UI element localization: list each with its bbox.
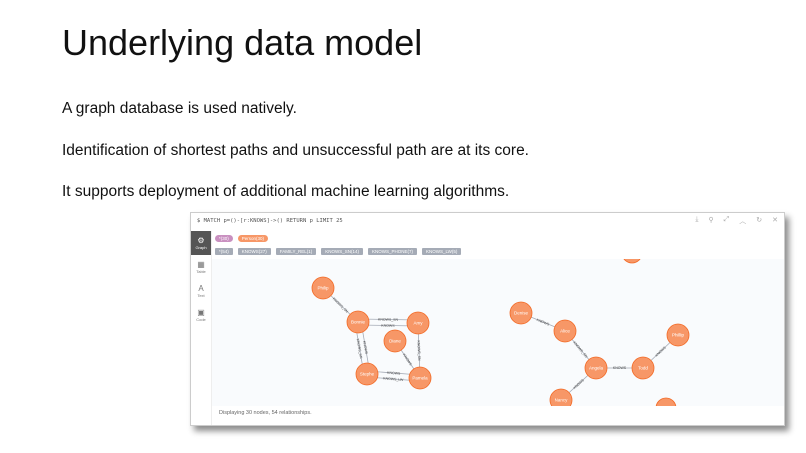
sidebar-item-code[interactable]: ▣Code [196, 308, 206, 322]
status-bar: Displaying 30 nodes, 54 relationships. [212, 406, 784, 425]
node-label: Angela [589, 366, 604, 371]
node-label: Philip [317, 286, 329, 291]
sidebar-item-graph[interactable]: ⚙Graph [191, 231, 211, 255]
node-label: Stephe [360, 372, 375, 377]
edge-label: KNOWS [402, 353, 413, 367]
rel-chip[interactable]: *(54) [215, 248, 233, 255]
code-icon: ▣ [197, 308, 205, 317]
graph-node[interactable] [408, 366, 432, 390]
node-label: Nancy [555, 398, 569, 403]
graph-node[interactable] [553, 319, 577, 343]
bullet-3: It supports deployment of additional mac… [62, 183, 510, 200]
edge-label: KNOWS_SN [416, 340, 421, 361]
node-label: Bonnie [351, 320, 366, 325]
node-label: Pamela [412, 376, 428, 381]
expand-icon[interactable]: ⤢ [723, 216, 730, 223]
slide-title: Underlying data model [62, 22, 423, 63]
graph-node[interactable] [383, 329, 407, 353]
rel-chip[interactable]: KNOWS_LW(5) [422, 248, 462, 255]
edge-label: KNOWS [387, 371, 401, 376]
edge-label: KNOWS [654, 345, 667, 357]
edge-label: KNOWS [536, 318, 550, 327]
rel-chip[interactable]: KNOWS(27) [237, 248, 271, 255]
graph-node[interactable] [346, 310, 370, 334]
node-label: Amy [414, 321, 424, 326]
status-text: Displaying 30 nodes, 54 relationships. [219, 410, 312, 416]
graph-node[interactable] [631, 356, 655, 380]
node-label: Phillip [672, 333, 685, 338]
label-chip-person[interactable]: Person(30) [237, 235, 269, 242]
collapse-icon[interactable]: ︿ [739, 218, 747, 225]
edge-label: KNOWS [572, 378, 585, 390]
node-label: Denise [514, 311, 529, 316]
rel-chip[interactable]: KNOWS_SN(14) [321, 248, 363, 255]
sidebar-item-table[interactable]: ▦Table [196, 260, 206, 274]
edge-label: KNOWS [613, 366, 627, 370]
node-label-chips: *(30) Person(30) [215, 235, 269, 242]
neo4j-browser-screenshot: $ MATCH p=()-[r:KNOWS]->() RETURN p LIMI… [190, 212, 785, 426]
graph-node[interactable] [311, 276, 335, 300]
download-icon[interactable]: ⤓ [695, 216, 699, 223]
bullet-2: Identification of shortest paths and uns… [62, 142, 529, 159]
edge-label: KNOWS_SN [572, 341, 588, 359]
edge-label: KNOWS_SN [332, 297, 349, 314]
graph-node[interactable] [549, 388, 573, 406]
edge-label: KNOWS_SN [356, 338, 363, 359]
graph-node[interactable] [406, 311, 430, 335]
graph-node[interactable] [355, 362, 379, 386]
graph-node-partial[interactable] [655, 397, 677, 406]
refresh-icon[interactable]: ↻ [756, 217, 763, 224]
node-label: Diane [389, 339, 401, 344]
frame-toolbar: ⤓ ⚲ ⤢ ︿ ↻ ✕ [695, 216, 778, 226]
table-icon: ▦ [197, 260, 205, 269]
edge-label: KNOWS [362, 341, 368, 355]
label-chip-all[interactable]: *(30) [215, 235, 233, 242]
graph-node[interactable] [584, 356, 608, 380]
edge-label: KNOWS_SN [378, 318, 399, 322]
graph-node[interactable] [509, 301, 533, 325]
relationship-type-chips: *(54) KNOWS(27) FAMILY_REL(1) KNOWS_SN(14) K… [215, 248, 462, 255]
bullet-1: A graph database is used natively. [62, 100, 297, 117]
node-label: Alice [560, 329, 570, 334]
node-label: Todd [638, 366, 648, 371]
text-icon: A [198, 284, 204, 293]
graph-node-partial[interactable] [622, 259, 642, 264]
query-text[interactable]: $ MATCH p=()-[r:KNOWS]->() RETURN p LIMI… [197, 218, 343, 224]
rel-chip[interactable]: KNOWS_PHONE(7) [367, 248, 417, 255]
graph-node[interactable] [666, 323, 690, 347]
edge-label: KNOWS [381, 324, 395, 328]
edge-label: KNOWS_LW [383, 376, 404, 382]
rel-chip[interactable]: FAMILY_REL(1) [275, 248, 317, 255]
close-icon[interactable]: ✕ [772, 217, 778, 224]
pin-icon[interactable]: ⚲ [708, 217, 714, 224]
graph-icon: ⚙ [197, 236, 205, 245]
